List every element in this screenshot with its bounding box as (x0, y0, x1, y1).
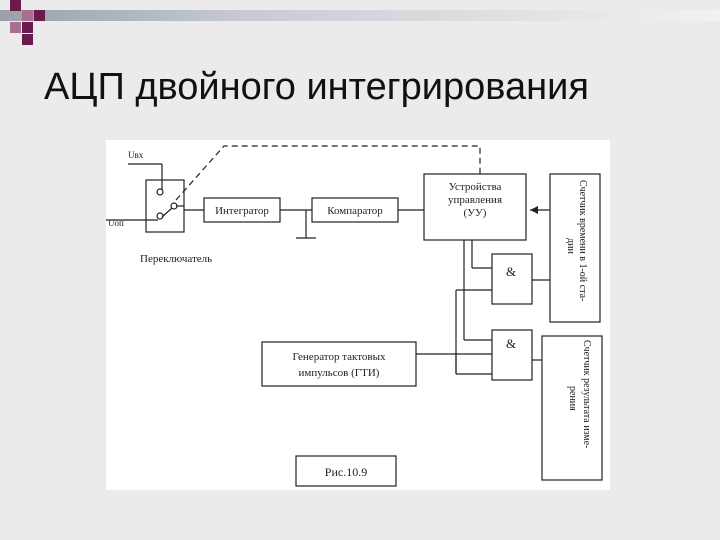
counter-result-label-1: Счетчик результата изме- (581, 340, 592, 449)
figure-caption: Рис.10.9 (325, 465, 367, 479)
counter-time-label-2: дии (565, 238, 576, 254)
accent-square-3 (10, 22, 21, 33)
accent-square-5 (34, 10, 45, 21)
integrator-label: Интегратор (215, 205, 269, 217)
and-gate-2-label: & (506, 336, 516, 351)
comparator-label: Компаратор (327, 205, 383, 217)
counter-time-box (549, 173, 601, 323)
generator-label-2: импульсов (ГТИ) (299, 367, 380, 379)
accent-square-4 (22, 22, 33, 33)
caption-box (295, 455, 397, 487)
and-gate-1-box (491, 253, 533, 305)
accent-square-1 (10, 0, 21, 11)
input-top-label: Uвх (128, 150, 144, 160)
generator-box (261, 341, 417, 387)
control-unit-box (423, 173, 527, 241)
control-unit-label-3: (УУ) (464, 207, 487, 219)
and-gate-1-label: & (506, 264, 516, 279)
counter-time-label-1: Счетчик времени в 1-ой ста- (577, 180, 588, 301)
circuit-diagram: Uвх Uоп Переключатель Интегратор Компара… (106, 140, 610, 490)
control-unit-label-1: Устройства (449, 181, 502, 193)
circuit-diagram-svg: Uвх Uоп Переключатель Интегратор Компара… (106, 145, 603, 487)
accent-square-2 (22, 10, 33, 21)
counter-result-label-2: рения (567, 386, 578, 411)
counter-result-box (541, 335, 603, 481)
control-unit-label-2: управления (448, 194, 502, 206)
switch-label: Переключатель (140, 253, 212, 265)
accent-square-6 (22, 34, 33, 45)
slide-title: АЦП двойного интегрирования (44, 66, 589, 108)
generator-label-1: Генератор тактовых (293, 351, 386, 363)
header-gradient-band (0, 10, 720, 21)
and-gate-2-box (491, 329, 533, 381)
input-ref-label: Uоп (108, 218, 124, 228)
